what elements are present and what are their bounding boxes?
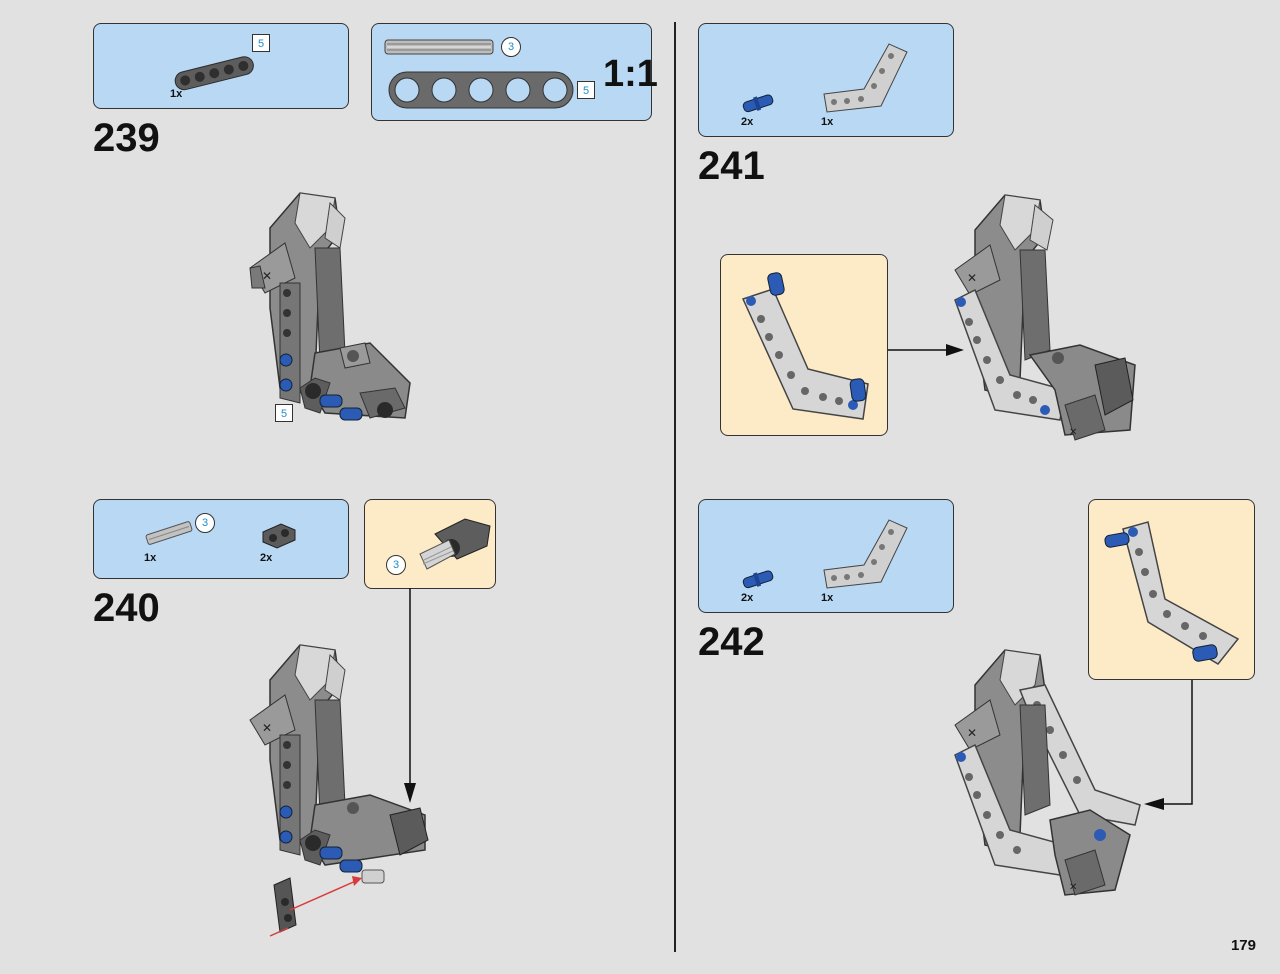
svg-text:✕: ✕ xyxy=(1069,882,1077,893)
page-divider xyxy=(674,22,676,952)
part-qty: 1x xyxy=(144,552,157,564)
svg-text:✕: ✕ xyxy=(967,271,977,285)
model-assembly-242: ✕ ✕ xyxy=(954,649,1141,896)
step-242-callout xyxy=(1088,499,1255,680)
axle-connector-icon xyxy=(419,518,491,570)
placement-arrow xyxy=(888,344,964,356)
bent-beam-with-pins-icon xyxy=(741,272,869,420)
part-qty: 1x xyxy=(170,88,183,100)
part-qty: 1x xyxy=(821,592,834,604)
model-assembly-241: ✕ ✕ xyxy=(954,194,1136,441)
beam-size-label: 5 xyxy=(577,81,595,99)
blue-pin-icon xyxy=(742,94,774,113)
svg-text:✕: ✕ xyxy=(1069,427,1077,438)
blue-pin-icon xyxy=(742,570,774,589)
beam-5-icon xyxy=(174,56,254,91)
axle-icon xyxy=(145,521,193,545)
placement-arrow xyxy=(1144,680,1193,810)
svg-text:✕: ✕ xyxy=(967,726,977,740)
step-242-parts-panel: 2x 1x xyxy=(698,499,954,613)
scale-label: 1:1 xyxy=(603,53,658,95)
step-number-242: 242 xyxy=(698,620,765,664)
step-number-239: 239 xyxy=(93,116,160,160)
part-qty: 2x xyxy=(741,592,754,604)
bent-beam-with-pins-icon xyxy=(1104,521,1240,665)
step-number-241: 241 xyxy=(698,144,765,188)
step-241-callout xyxy=(720,254,888,436)
ruler-panel: 3 5 1:1 xyxy=(371,23,658,121)
step-241-parts-panel: 2x 1x xyxy=(698,23,954,137)
placement-arrow xyxy=(404,588,416,803)
svg-text:✕: ✕ xyxy=(262,269,272,283)
model-assembly-240: ✕ xyxy=(249,644,429,937)
step-240-parts-panel: 3 1x 2x xyxy=(93,499,349,579)
bent-beam-icon xyxy=(823,519,908,589)
axle-size-label: 3 xyxy=(501,37,521,57)
beam-ruler-icon xyxy=(388,71,574,109)
step-240-callout: 3 xyxy=(364,499,496,589)
svg-text:✕: ✕ xyxy=(262,721,272,735)
model-callout-label: 5 xyxy=(275,404,293,422)
page-number: 179 xyxy=(1230,937,1256,954)
part-qty: 1x xyxy=(821,116,834,128)
step-number-240: 240 xyxy=(93,586,160,630)
bent-beam-icon xyxy=(823,43,908,113)
step-239-parts-panel: 5 1x xyxy=(93,23,349,109)
beam-size-label: 5 xyxy=(252,34,270,52)
model-assembly-239: ✕ xyxy=(249,192,411,421)
part-qty: 2x xyxy=(741,116,754,128)
connector-icon xyxy=(262,523,296,549)
axle-size-label: 3 xyxy=(386,555,406,575)
axle-size-label: 3 xyxy=(195,513,215,533)
part-qty: 2x xyxy=(260,552,273,564)
axle-ruler-icon xyxy=(384,39,494,55)
